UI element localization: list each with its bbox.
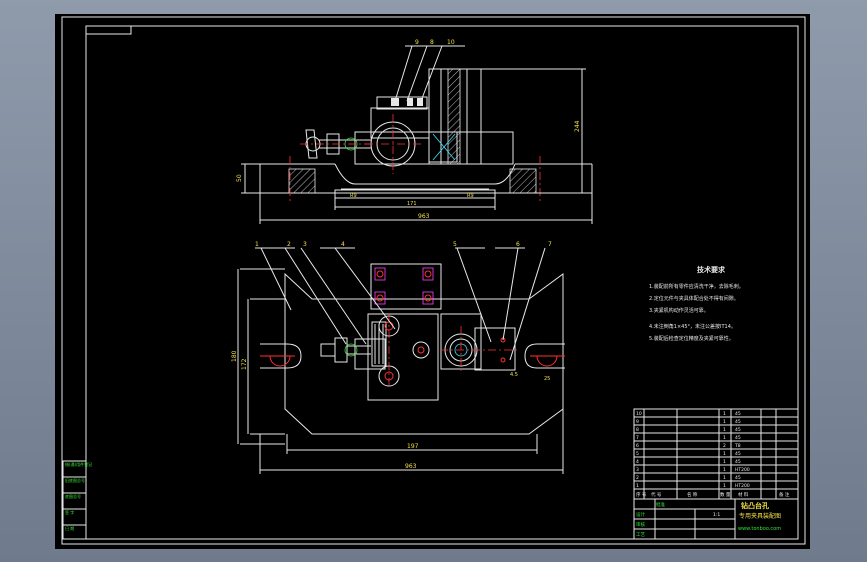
part-row-1-material: 45	[735, 419, 741, 425]
inner-frame	[85, 25, 799, 540]
part-row-1-num: 9	[636, 419, 639, 425]
part-row-8-qty: 1	[723, 475, 726, 481]
technical-requirements: 技术要求 1.装配前所有零件应清洗干净，去除毛刺。 2.定位元件与夹具体配合处不…	[649, 265, 744, 342]
top-balloon-3: 3	[303, 241, 307, 248]
drawing-viewport[interactable]: 借(通)用件登记 旧底图总号 底图总号 签 字 日 期	[55, 14, 810, 549]
dim-front-r-right: R9	[467, 193, 474, 199]
part-row-2-qty: 1	[723, 427, 726, 433]
top-view: 172 180 963 197 25 4.5 1 2 3 4 5 6 7	[231, 241, 565, 474]
top-balloon-1: 1	[255, 241, 259, 248]
part-row-6-num: 4	[636, 459, 639, 465]
part-row-0-qty: 1	[723, 411, 726, 417]
tech-req-title: 技术要求	[697, 265, 726, 274]
dim-front-r-left: R9	[350, 193, 357, 199]
part-row-1-qty: 1	[723, 419, 726, 425]
part-row-7-num: 3	[636, 467, 639, 473]
header-cell-3: 数 量	[720, 491, 731, 498]
scale-label: 1:1	[713, 512, 720, 518]
front-balloon-9: 9	[415, 39, 419, 46]
top-balloon-2: 2	[287, 241, 291, 248]
part-row-4-num: 6	[636, 443, 639, 449]
front-balloon-10: 10	[447, 39, 455, 46]
strip-label-2: 底图总号	[65, 493, 81, 499]
part-row-7-material: HT200	[735, 467, 750, 473]
corner-box	[85, 25, 132, 35]
part-row-3-num: 7	[636, 435, 639, 441]
dim-top-right-small: 25	[544, 376, 550, 382]
strip-label-0: 借(通)用件登记	[65, 461, 92, 467]
base-section-right	[509, 168, 537, 194]
cad-drawing: 借(通)用件登记 旧底图总号 底图总号 签 字 日 期	[61, 16, 806, 545]
dim-front-left-height: 50	[236, 174, 243, 182]
website-label: www.tonboo.com	[738, 526, 781, 532]
part-row-9-material: HT200	[735, 483, 750, 489]
title-line-2: 专用夹具装配图	[739, 512, 781, 520]
front-view: 244 50 963 171 R9 R9 9 8 10	[236, 39, 593, 224]
top-balloon-6: 6	[516, 241, 520, 248]
front-balloon-8: 8	[430, 39, 434, 46]
tech-req-line-3: 4.未注倒角1×45°，未注公差按IT14。	[649, 323, 736, 330]
part-row-3-material: 45	[735, 435, 741, 441]
part-row-6-material: 45	[735, 459, 741, 465]
tech-req-line-2: 3.夹紧机构动作灵活可靠。	[649, 307, 709, 314]
tech-req-line-0: 1.装配前所有零件应清洗干净，去除毛刺。	[649, 283, 744, 290]
tech-req-line-1: 2.定位元件与夹具体配合处不得有间隙。	[649, 295, 739, 302]
dim-top-width: 963	[405, 463, 417, 470]
tech-req-line-4: 5.装配后检查定位精度及夹紧可靠性。	[649, 335, 734, 342]
part-row-5-num: 5	[636, 451, 639, 457]
header-cell-0: 序 号	[636, 491, 647, 498]
strip-label-1: 旧底图总号	[65, 477, 85, 483]
part-row-8-material: 45	[735, 475, 741, 481]
dim-front-height: 244	[574, 120, 581, 132]
dim-top-inner-height: 172	[241, 358, 248, 370]
title-block: 45 45 45 45 T8 45 45 HT200 45 HT200 10 9…	[633, 408, 799, 540]
part-row-6-qty: 1	[723, 459, 726, 465]
header-cell-5: 备 注	[779, 491, 790, 498]
header-cell-1: 代 号	[651, 491, 662, 498]
part-row-9-qty: 1	[723, 483, 726, 489]
part-row-0-num: 10	[636, 411, 642, 417]
part-row-0-material: 45	[735, 411, 741, 417]
dim-top-height: 180	[231, 350, 238, 362]
part-row-9-num: 1	[636, 483, 639, 489]
part-row-4-material: T8	[734, 443, 741, 449]
sign-row-3: 批准	[656, 501, 665, 508]
header-cell-2: 名 称	[687, 491, 698, 498]
part-row-3-qty: 1	[723, 435, 726, 441]
part-row-8-num: 2	[636, 475, 639, 481]
part-row-5-material: 45	[735, 451, 741, 457]
header-cell-4: 材 料	[738, 491, 749, 498]
part-row-7-qty: 1	[723, 467, 726, 473]
left-strip: 借(通)用件登记 旧底图总号 底图总号 签 字 日 期	[62, 460, 92, 540]
part-row-2-num: 8	[636, 427, 639, 433]
title-line-1: 钻凸台孔	[741, 501, 769, 510]
dim-front-inner: 171	[407, 201, 417, 207]
bushing-section	[447, 68, 461, 165]
top-balloon-7: 7	[548, 241, 552, 248]
part-row-4-qty: 2	[723, 443, 726, 449]
base-section-left	[288, 168, 316, 194]
strip-label-3: 签 字	[65, 509, 74, 515]
sign-row-0: 设计	[636, 511, 645, 518]
dim-top-inner-width: 197	[407, 443, 419, 450]
dim-top-note: 4.5	[510, 372, 518, 378]
top-balloon-5: 5	[453, 241, 457, 248]
part-row-2-material: 45	[735, 427, 741, 433]
outer-frame	[61, 16, 806, 545]
sign-row-2: 工艺	[636, 532, 645, 538]
strip-label-4: 日 期	[65, 525, 74, 531]
sign-row-1: 审核	[636, 521, 645, 528]
top-balloon-4: 4	[341, 241, 345, 248]
dim-front-width: 963	[418, 213, 430, 220]
part-row-5-qty: 1	[723, 451, 726, 457]
